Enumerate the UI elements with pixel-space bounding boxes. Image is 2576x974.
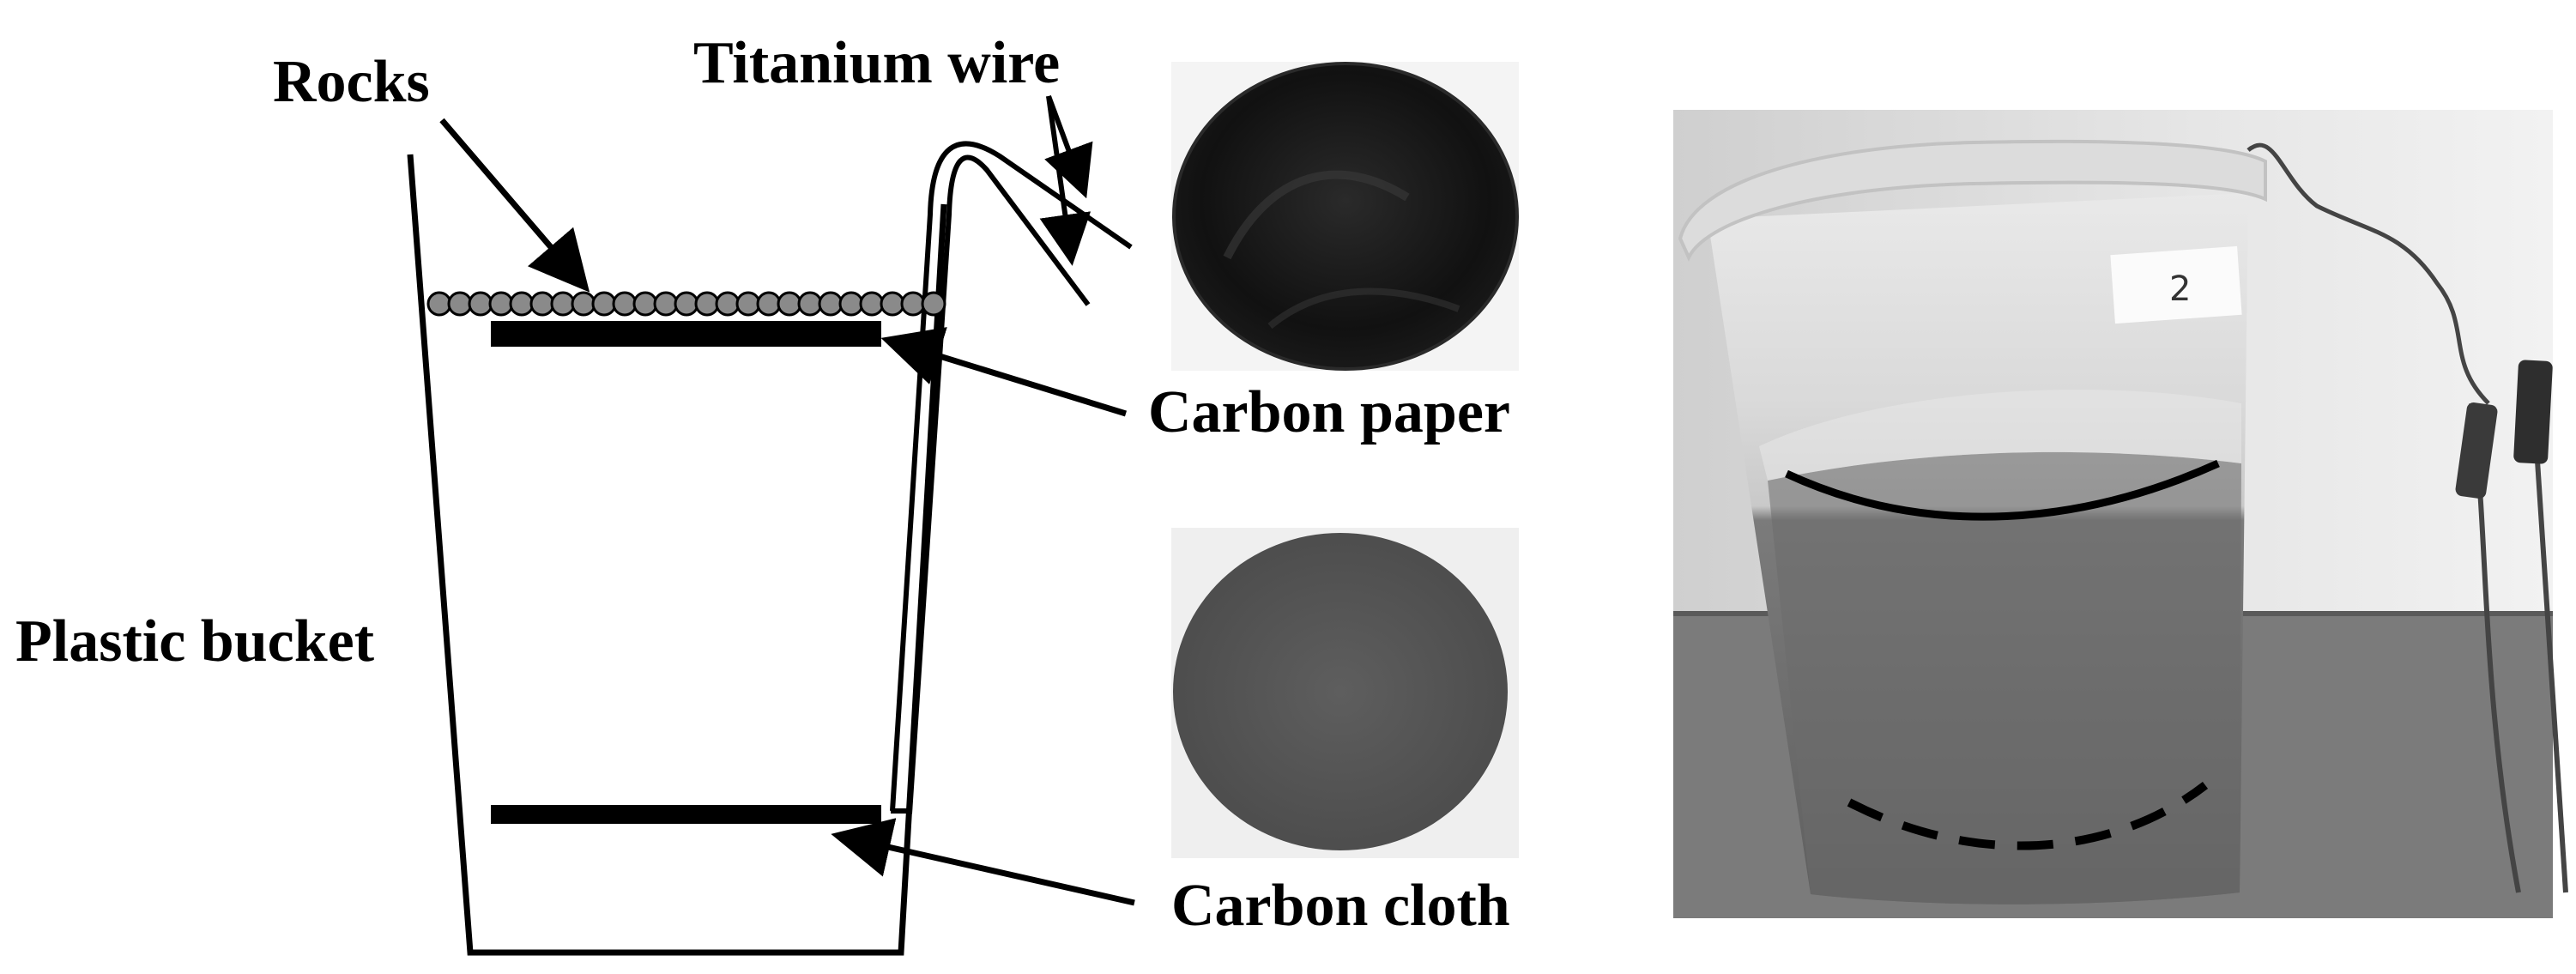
- rocks-label: Rocks: [273, 49, 430, 115]
- carbon-cloth-photo: [1171, 528, 1519, 858]
- probe-clip-left: [2455, 402, 2498, 499]
- carbon-paper-arrow: [880, 327, 1128, 417]
- plastic-bucket-outline: [407, 154, 947, 956]
- rock: [571, 291, 596, 317]
- titanium-wire-label: Titanium wire: [693, 30, 1060, 96]
- rock: [632, 291, 658, 317]
- rock: [694, 291, 720, 317]
- rock: [529, 291, 555, 317]
- titanium-wire-arrow-1: [1044, 94, 1093, 199]
- plastic-bucket-label: Plastic bucket: [15, 608, 374, 675]
- cathode-position-marker: [1847, 782, 2209, 850]
- bucket-tag-number: 2: [2169, 269, 2191, 309]
- rock: [880, 291, 905, 317]
- carbon-paper-photo: [1171, 62, 1519, 371]
- rock: [715, 291, 741, 317]
- rock: [447, 291, 473, 317]
- titanium-wire-arrow-2: [1039, 95, 1091, 266]
- rock: [468, 291, 493, 317]
- rock: [653, 291, 679, 317]
- probe-clip-right: [2513, 360, 2553, 464]
- rock: [591, 291, 617, 317]
- titanium-wires: [890, 141, 1133, 814]
- carbon-cloth-arrow: [831, 818, 1135, 906]
- carbon-paper-electrode: [491, 321, 881, 347]
- carbon-cloth-electrode: [491, 805, 881, 824]
- rock: [921, 291, 946, 317]
- rock: [818, 291, 844, 317]
- rocks-layer: [426, 291, 946, 317]
- rock: [674, 291, 699, 317]
- carbon-cloth-label: Carbon cloth: [1171, 873, 1510, 939]
- carbon-paper-label: Carbon paper: [1148, 379, 1510, 445]
- schematic: Rocks Titanium wire Carbon paper Carbon …: [15, 30, 1510, 956]
- rock: [756, 291, 782, 317]
- rock: [509, 291, 535, 317]
- rock: [838, 291, 864, 317]
- rock: [777, 291, 802, 317]
- anode-position-marker: [1785, 459, 2220, 521]
- rock: [859, 291, 885, 317]
- rock: [488, 291, 514, 317]
- rock: [735, 291, 761, 317]
- setup-photograph: 2: [1673, 110, 2568, 918]
- rock: [797, 291, 823, 317]
- rock: [550, 291, 576, 317]
- rock: [426, 291, 452, 317]
- rock: [612, 291, 638, 317]
- rock: [900, 291, 926, 317]
- bucket-tag: [2110, 245, 2242, 324]
- rocks-arrow: [439, 118, 590, 293]
